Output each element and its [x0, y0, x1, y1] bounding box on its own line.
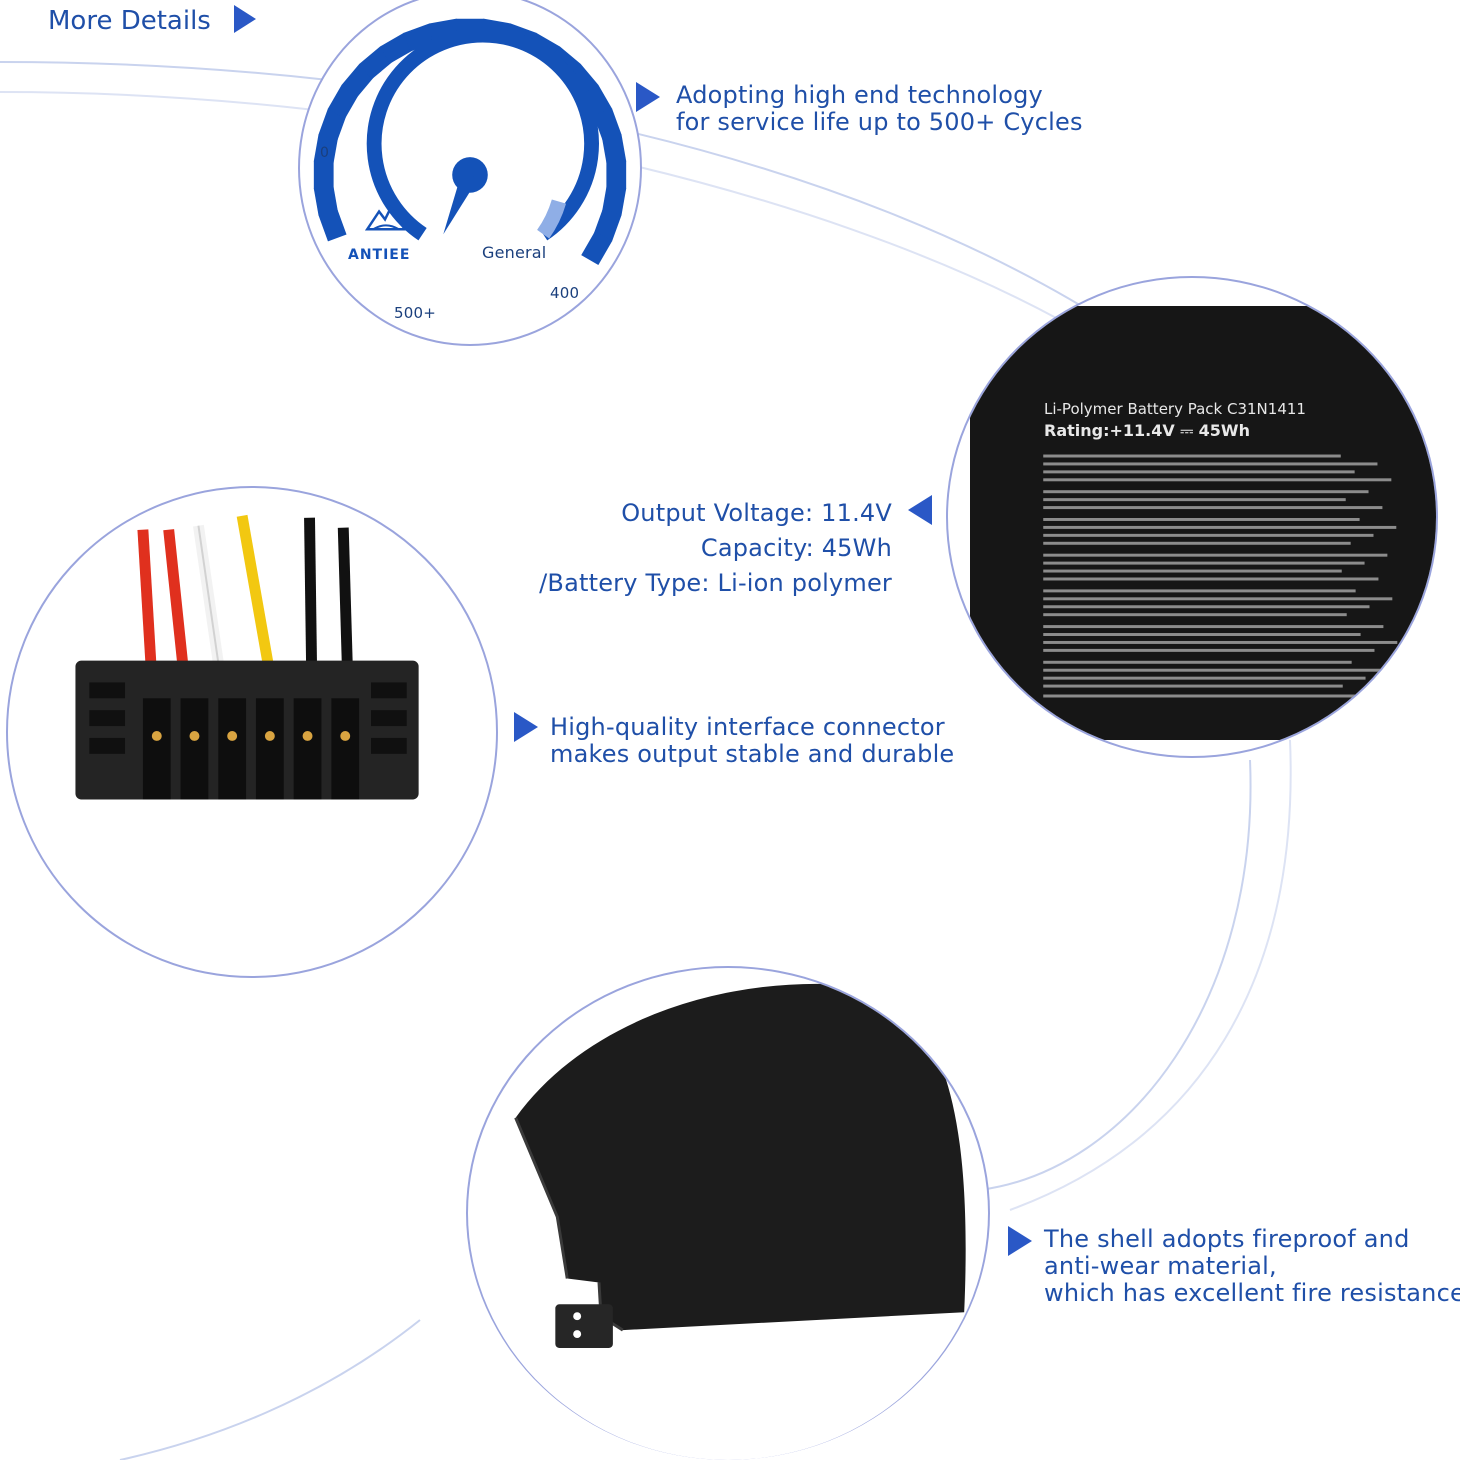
gauge-segment — [313, 161, 334, 189]
gauge-inner-arc-end — [536, 199, 567, 239]
chevron-right-icon — [234, 5, 256, 33]
gauge-segment — [327, 84, 359, 119]
fine-print-line — [1043, 577, 1379, 581]
fine-print-line — [1043, 648, 1375, 652]
connector-line-1: High-quality interface connector — [550, 713, 945, 741]
connector-slot — [293, 698, 322, 800]
gauge-segment — [606, 161, 627, 189]
chevron-right-icon — [636, 82, 660, 112]
cycles-feature-text: Adopting high end technology for service… — [676, 82, 1083, 136]
fine-print-line — [1043, 633, 1361, 637]
fine-print-line — [1043, 589, 1356, 593]
connector-slot — [180, 698, 209, 800]
connector-photo — [75, 514, 419, 800]
fine-print-line — [1043, 470, 1355, 474]
gauge-segment — [593, 108, 622, 142]
gauge-inner-arc — [366, 27, 599, 241]
gauge-segment — [313, 134, 339, 165]
mountain-logo-icon — [364, 205, 408, 231]
fine-print-line — [1043, 676, 1366, 680]
shell-feature-text: The shell adopts fireproof and anti-wear… — [1044, 1226, 1460, 1307]
connector-line-2: makes output stable and durable — [550, 740, 955, 768]
connector-pin — [189, 731, 200, 741]
connector-feature-text: High-quality interface connector makes o… — [550, 714, 954, 768]
gauge-needle-icon — [443, 175, 480, 235]
fine-print-line — [1043, 498, 1346, 502]
connector-circle — [6, 486, 498, 978]
fine-print-line — [1043, 478, 1392, 482]
gauge-scale-max: 500+ — [394, 304, 436, 322]
connector-slot — [331, 698, 360, 800]
cycles-line-2: for service life up to 500+ Cycles — [676, 108, 1083, 136]
fine-print-line — [1043, 490, 1369, 494]
connector-pin — [302, 731, 313, 741]
fine-print-line — [1043, 640, 1398, 644]
shell-circle — [466, 966, 990, 1460]
connector-slot — [218, 698, 247, 800]
more-details-heading[interactable]: More Details — [48, 6, 211, 36]
spec-output-voltage: Output Voltage: 11.4V — [621, 499, 892, 527]
fine-print-line — [1043, 525, 1397, 529]
chevron-right-icon — [514, 712, 538, 742]
fine-print-line — [1043, 533, 1374, 537]
fine-print-line — [1043, 605, 1370, 609]
gauge-segment — [593, 208, 622, 242]
gauge-segment — [601, 134, 627, 165]
gauge-segments — [313, 18, 627, 265]
battery-label-text: Li-Polymer Battery Pack C31N1411 Rating:… — [1044, 398, 1436, 442]
gauge-segment — [313, 184, 339, 216]
shell-line-2: anti-wear material, — [1044, 1252, 1277, 1280]
connector-slot — [255, 698, 284, 800]
gauge-scale-mid: 400 — [550, 284, 580, 302]
fine-print-line — [1043, 684, 1343, 688]
shell-photo — [514, 983, 966, 1348]
cycle-gauge — [313, 18, 627, 265]
battery-label-circle: Li-Polymer Battery Pack C31N1411 Rating:… — [946, 276, 1438, 758]
gauge-segment — [379, 32, 414, 64]
fine-print-line — [1043, 625, 1384, 629]
fine-print-line — [1043, 462, 1378, 466]
connector-slot — [142, 698, 171, 800]
gauge-segment — [318, 208, 347, 242]
gauge-scale-min: 0 — [320, 145, 330, 161]
fine-print-line — [1043, 506, 1383, 510]
fine-print-line — [1043, 517, 1360, 521]
connector-pins — [142, 698, 360, 800]
battery-label-title: Li-Polymer Battery Pack C31N1411 — [1044, 400, 1306, 418]
connector-pin — [264, 731, 275, 741]
fine-print-line — [1043, 454, 1341, 458]
chevron-right-icon — [1008, 1226, 1032, 1256]
gauge-circle: 0 400 500+ General ANTIEE — [298, 0, 642, 346]
gauge-needle-label: General — [482, 243, 547, 262]
cycles-line-1: Adopting high end technology — [676, 81, 1043, 109]
chevron-left-icon — [908, 495, 932, 525]
gauge-segment — [601, 184, 627, 216]
gauge-segment — [581, 231, 613, 265]
specs-feature-text: Output Voltage: 11.4V Capacity: 45Wh /Ba… — [520, 496, 892, 601]
fine-print-line — [1043, 660, 1352, 664]
gauge-segment — [318, 108, 347, 142]
fine-print-line — [1043, 541, 1351, 545]
fine-print-line — [1043, 561, 1365, 565]
fine-print-line — [1043, 569, 1342, 573]
gauge-segment — [359, 46, 393, 80]
connector-pin — [340, 731, 351, 741]
warning-text-lines — [1043, 454, 1398, 698]
spec-capacity: Capacity: 45Wh — [700, 534, 892, 562]
connector-pin — [151, 731, 162, 741]
shell-line-3: which has excellent fire resistance. — [1044, 1279, 1460, 1307]
fine-print-line — [1043, 668, 1389, 672]
battery-label-rating: Rating:+11.4V ⎓ 45Wh — [1044, 421, 1250, 440]
battery-label-photo — [970, 306, 1436, 740]
connector-pin — [227, 731, 238, 741]
fine-print-line — [1043, 597, 1393, 601]
gauge-segment — [581, 84, 613, 119]
fine-print-line — [1043, 613, 1347, 617]
fine-print-line — [1043, 553, 1388, 557]
shell-line-1: The shell adopts fireproof and — [1044, 1225, 1410, 1253]
fine-print-line — [1043, 694, 1380, 698]
brand-logo: ANTIEE — [348, 247, 411, 263]
spec-battery-type: /Battery Type: Li-ion polymer — [539, 569, 892, 597]
